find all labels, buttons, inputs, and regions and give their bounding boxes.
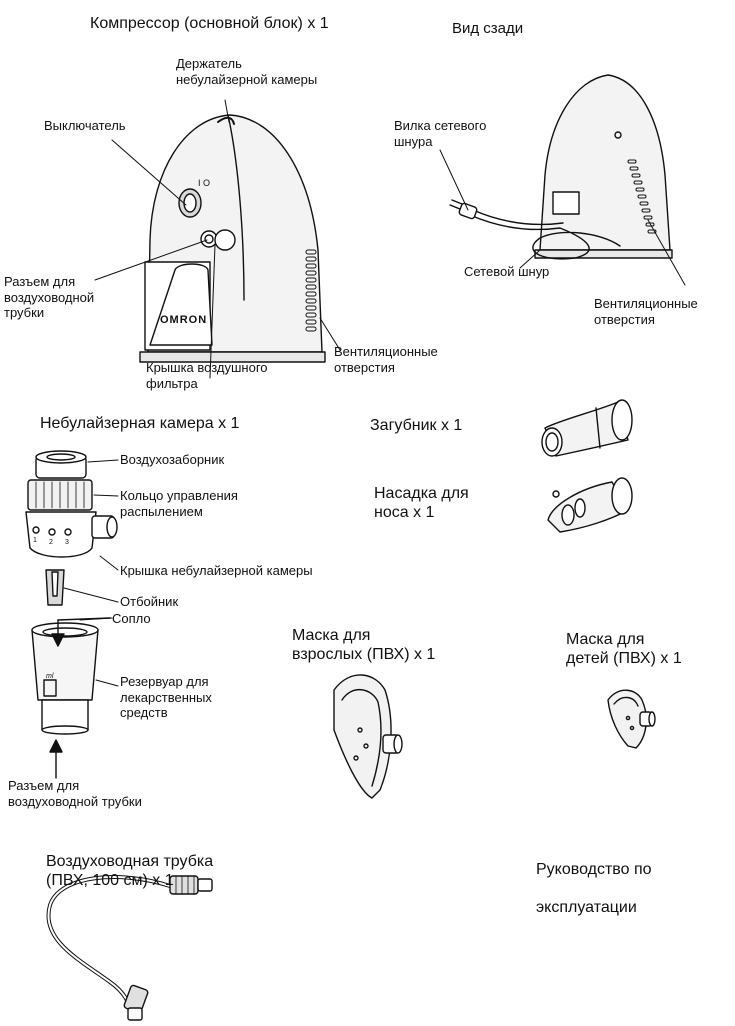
nosepiece-illustration [548,478,632,532]
child-mask-title: Маска для детей (ПВХ) x 1 [566,630,682,668]
adult-mask-illustration [334,675,402,798]
svg-text:I O: I O [198,178,210,188]
nebulizer-kit-illustration: 1 2 3 ml [26,451,117,734]
compressor-rear-illustration [450,75,672,259]
air-tube-title: Воздуховодная трубка (ПВХ, 100 см) x 1 [46,852,213,890]
rear-vents-label: Вентиляционные отверстия [594,296,698,327]
adult-mask-title: Маска для взрослых (ПВХ) x 1 [292,626,435,664]
air-tube-connector-label: Разъем для воздуховодной трубки [4,274,94,321]
reservoir-label: Резервуар для лекарственных средств [120,674,212,721]
compressor-front-illustration: OMRON I O [140,115,325,362]
plug-label: Вилка сетевого шнура [394,118,486,149]
nebulizer-cap-label: Крышка небулайзерной камеры [120,563,313,579]
manual-title: Руководство по эксплуатации [536,860,652,918]
child-mask-illustration [608,690,655,748]
compressor-title: Компрессор (основной блок) x 1 [90,14,329,33]
svg-text:2: 2 [49,539,53,546]
cord-label: Сетевой шнур [464,264,549,280]
compressor-vents-label: Вентиляционные отверстия [334,344,438,375]
spray-ring-label: Кольцо управления распылением [120,488,238,519]
switch-label: Выключатель [44,118,126,134]
nozzle-label: Сопло [112,611,151,627]
air-tube-illustration [48,876,212,1020]
nosepiece-title: Насадка для носа x 1 [374,484,469,522]
air-intake-label: Воздухозаборник [120,452,224,468]
svg-text:ml: ml [46,673,54,680]
nebulizer-connector-label: Разъем для воздуховодной трубки [8,778,142,809]
baffle-label: Отбойник [120,594,178,610]
omron-logo: OMRON [160,314,207,326]
mouthpiece-illustration [542,400,632,456]
mouthpiece-title: Загубник x 1 [370,416,462,435]
air-filter-cover-label: Крышка воздушного фильтра [146,360,268,391]
rear-view-title: Вид сзади [452,20,523,38]
svg-text:3: 3 [65,539,69,546]
nebulizer-kit-title: Небулайзерная камера x 1 [40,414,239,433]
svg-text:1: 1 [33,537,37,544]
holder-label: Держатель небулайзерной камеры [176,56,317,87]
